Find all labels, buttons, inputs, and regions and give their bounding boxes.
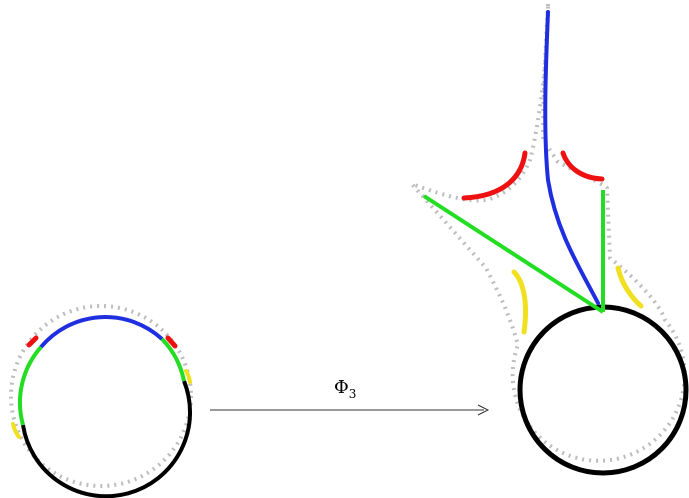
image-red-arc-right: [560, 150, 605, 182]
domain-blue-arc: [39, 315, 164, 349]
domain-red-mark-left: [26, 335, 39, 348]
map-label: Φ3: [334, 377, 356, 401]
image-green-diagonal: [422, 194, 605, 314]
domain-yellow-mark-right: [184, 369, 192, 384]
map-arrow-head: [477, 404, 490, 416]
domain-circle-figure: [9, 304, 193, 498]
domain-green-arc-right: [160, 337, 186, 382]
image-dotted-outline: [410, 3, 687, 463]
map-label-symbol: Φ: [334, 377, 349, 398]
image-red-arc-left: [461, 150, 528, 201]
domain-dotted-outline: [9, 304, 193, 488]
map-label-subscript: 3: [349, 387, 357, 401]
image-figure: [410, 3, 689, 476]
domain-green-arc-left: [17, 345, 43, 426]
image-yellow-arc-left: [511, 269, 529, 335]
image-yellow-arc-right: [615, 265, 644, 309]
domain-black-arc: [21, 380, 192, 498]
domain-red-mark-right: [165, 335, 178, 349]
domain-yellow-mark-left: [11, 422, 21, 439]
image-blue-curve: [543, 10, 600, 305]
map-arrow: Φ3: [210, 377, 490, 416]
image-black-circle: [517, 304, 689, 476]
